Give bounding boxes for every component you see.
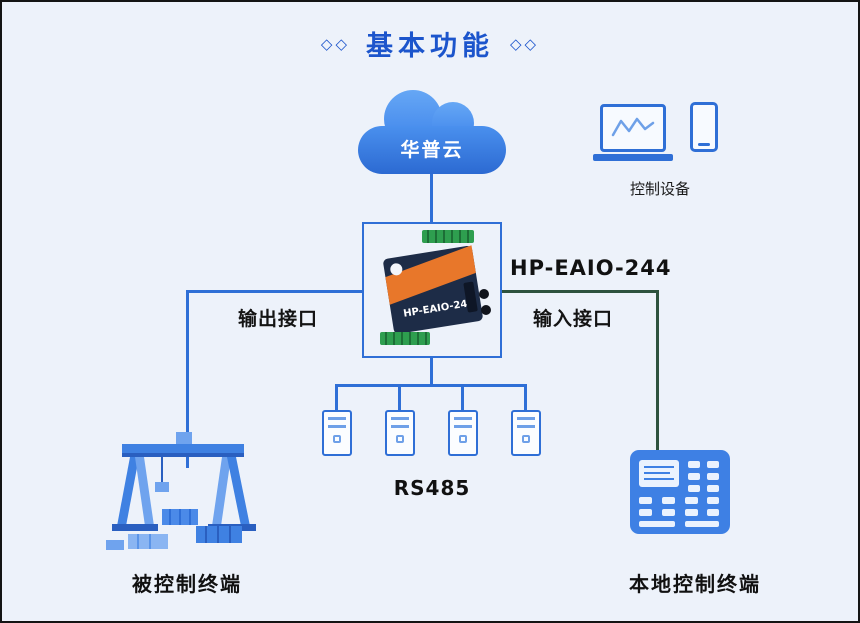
connector-device-to-bus [430,358,433,386]
laptop-screen-sketch [611,117,655,137]
module-indicator [459,435,467,443]
control-terminal-illustration [630,450,730,534]
connector-input-horizontal [502,290,659,293]
module-indicator [396,435,404,443]
connector-output-horizontal [186,290,362,293]
module-slot [328,417,346,420]
connector-bus-horizontal [335,384,527,387]
page-title-text: 基本功能 [366,31,494,62]
module-slot [454,425,472,428]
terminal-block-top [422,230,474,243]
module-slot [517,417,535,420]
rs485-module [385,410,415,456]
laptop-icon [593,104,673,161]
connector-bus-drop-1 [335,384,338,412]
device-box: HP-EAIO-244 [362,222,502,358]
diamond-decor-right: ◇◇ [510,34,540,53]
phone-home-bar [698,143,710,146]
control-device-label: 控制设备 [629,180,690,198]
cloud-icon: 华普云 [358,90,506,174]
control-device-group: 控制设备 [593,100,724,200]
device-model-label: HP-EAIO-244 [510,256,672,280]
io-module-illustration: HP-EAIO-244 [380,230,491,345]
diamond-decor-left: ◇◇ [320,34,350,53]
rs485-bus-label: RS485 [393,476,471,500]
laptop-base [593,154,673,161]
crane-illustration [102,414,272,559]
connector-cloud-to-device [430,172,433,222]
local-terminal-label: 本地控制终端 [629,572,761,596]
module-slot [391,417,409,420]
controlled-terminal-label: 被控制终端 [132,572,242,596]
rs485-module [322,410,352,456]
connector-bus-drop-3 [461,384,464,412]
rs485-module [511,410,541,456]
cloud-base [358,126,506,174]
connector-output-vertical [186,290,189,468]
laptop-screen [600,104,666,152]
page-title: ◇◇ 基本功能 ◇◇ [2,24,858,63]
module-slot [328,425,346,428]
module-indicator [333,435,341,443]
rs485-module [448,410,478,456]
connector-bus-drop-2 [398,384,401,412]
cloud-label: 华普云 [400,139,464,161]
connector-input-vertical [656,290,659,452]
terminal-block-bottom [380,332,430,345]
module-indicator [522,435,530,443]
module-slot [454,417,472,420]
module-slot [517,425,535,428]
module-slot [391,425,409,428]
output-interface-label: 输出接口 [238,308,319,330]
input-interface-label: 输入接口 [533,308,614,330]
connector-bus-drop-4 [524,384,527,412]
phone-icon [690,102,718,152]
